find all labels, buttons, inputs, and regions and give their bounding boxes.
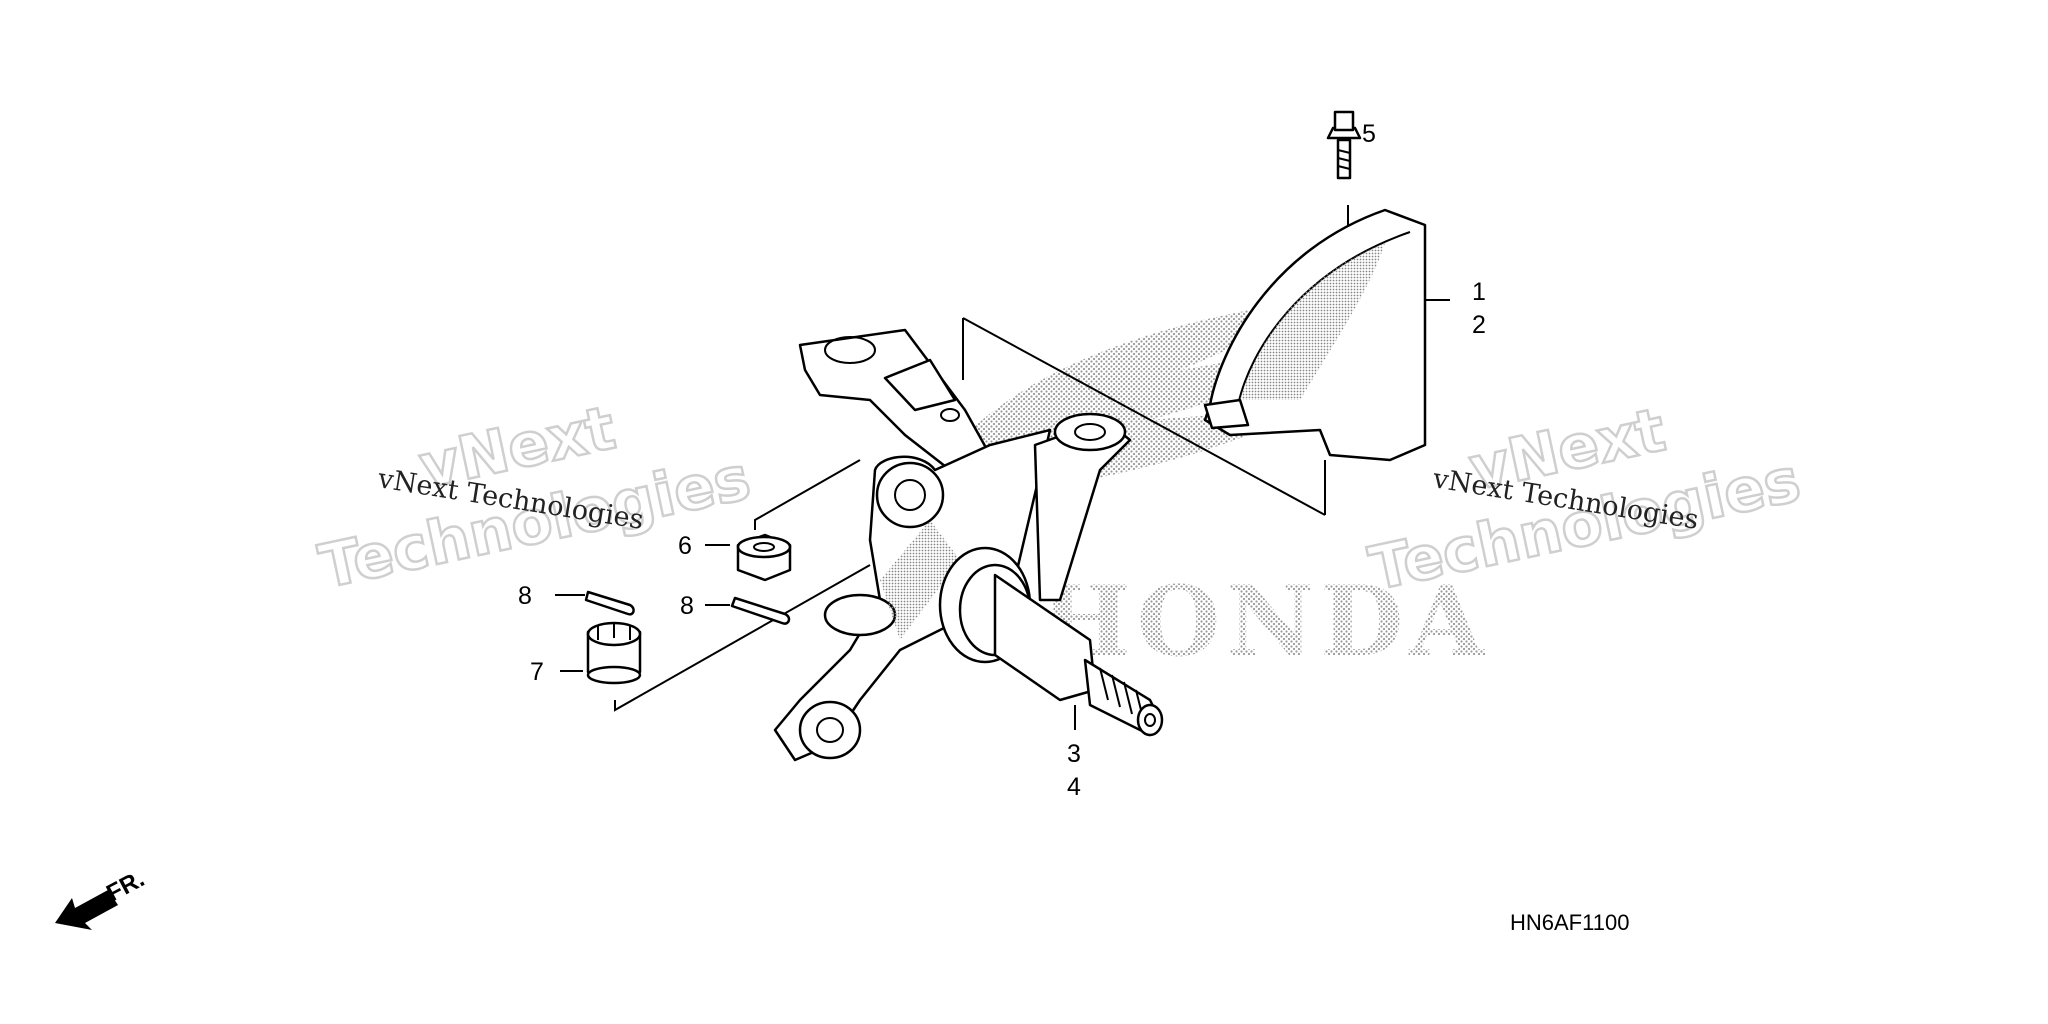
castle-nut-6 xyxy=(736,533,792,582)
watermark-right: vNext Technologies vNext Technologies xyxy=(1362,394,1807,606)
cotter-pin-upper xyxy=(584,590,635,616)
diagram-code: HN6AF1100 xyxy=(1510,910,1629,935)
callout-8-lower: 8 xyxy=(680,592,694,620)
flange-bolt xyxy=(1326,110,1362,180)
watermark-left: vNext Technologies vNext Technologies xyxy=(312,392,757,604)
knuckle-cover xyxy=(1203,208,1427,462)
callout-5: 5 xyxy=(1362,120,1376,148)
steering-knuckle xyxy=(773,328,1164,762)
callout-8-upper: 8 xyxy=(518,582,532,610)
cotter-pin-lower xyxy=(730,596,791,625)
callout-4: 4 xyxy=(1067,773,1081,801)
callout-1: 1 xyxy=(1472,278,1486,306)
callout-6: 6 xyxy=(678,532,692,560)
callout-3: 3 xyxy=(1067,740,1081,768)
callout-2: 2 xyxy=(1472,311,1486,339)
front-direction-arrow-icon: FR. xyxy=(55,865,149,930)
brand-wordmark: HONDA xyxy=(1040,565,1490,678)
castle-nut-7 xyxy=(586,621,642,685)
callout-7: 7 xyxy=(530,658,544,686)
